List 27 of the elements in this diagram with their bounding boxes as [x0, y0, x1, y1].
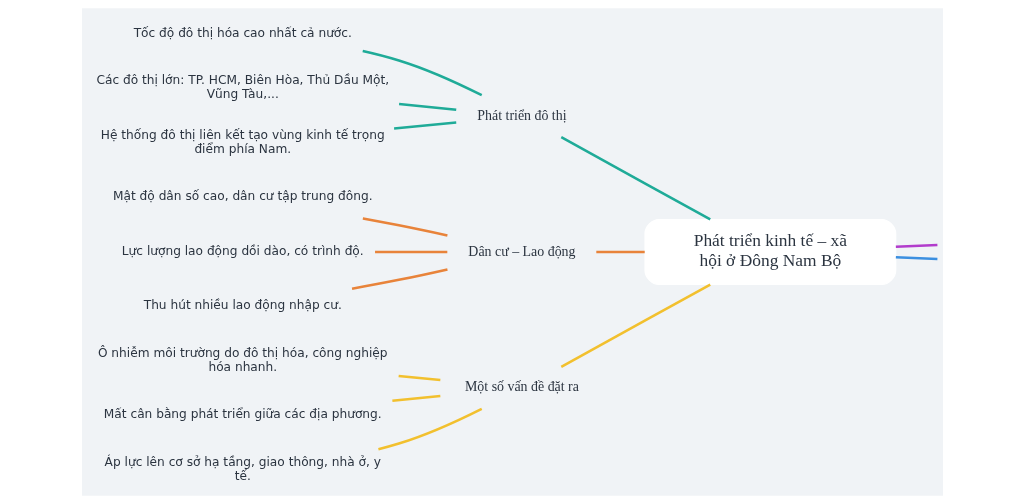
connector [895, 255, 937, 261]
connector [393, 121, 456, 130]
node-text: Một số vấn đề đặt ra [464, 379, 579, 395]
node-text: Tốc độ đô thị hóa cao nhất cả nước. [133, 25, 352, 40]
connector [351, 268, 448, 290]
connector [398, 102, 456, 111]
node-text: Phát triển đô thị [476, 107, 567, 123]
node-text: Mật độ dân số cao, dân cư tập trung đông. [112, 189, 373, 204]
connector [560, 136, 711, 221]
node-text: Ô nhiễm môi trường do đô thị hóa, công nghiệp hóa nhanh. [97, 345, 388, 374]
connector [362, 217, 448, 237]
node-box: Phát triển kinh tế – xã hội ở Đông Nam Bộ [643, 218, 896, 286]
connector [374, 250, 447, 254]
connector [361, 49, 482, 97]
connector [895, 243, 937, 249]
node-text: Thu hút nhiều lao động nhập cư. [143, 298, 342, 313]
connector [391, 394, 440, 402]
node-text: Áp lực lên cơ sở hạ tầng, giao thông, nhà ở, y tế. [104, 455, 381, 483]
node-text: Mất cân bằng phát triển giữa các địa phương. [103, 407, 382, 422]
connector [377, 407, 482, 451]
node-text: Dân cư – Lao động [467, 243, 576, 259]
node-text: Hệ thống đô thị liên kết tạo vùng kinh tế trọng điểm phía Nam. [100, 127, 385, 156]
connector [560, 283, 711, 368]
node-text: Các đô thị lớn: TP. HCM, Biên Hòa, Thủ Dầu Một, Vũng Tàu,... [95, 73, 389, 102]
connector [398, 374, 440, 382]
connector [595, 250, 645, 254]
node-text: Lực lượng lao động dồi dào, có trình độ. [121, 243, 364, 258]
